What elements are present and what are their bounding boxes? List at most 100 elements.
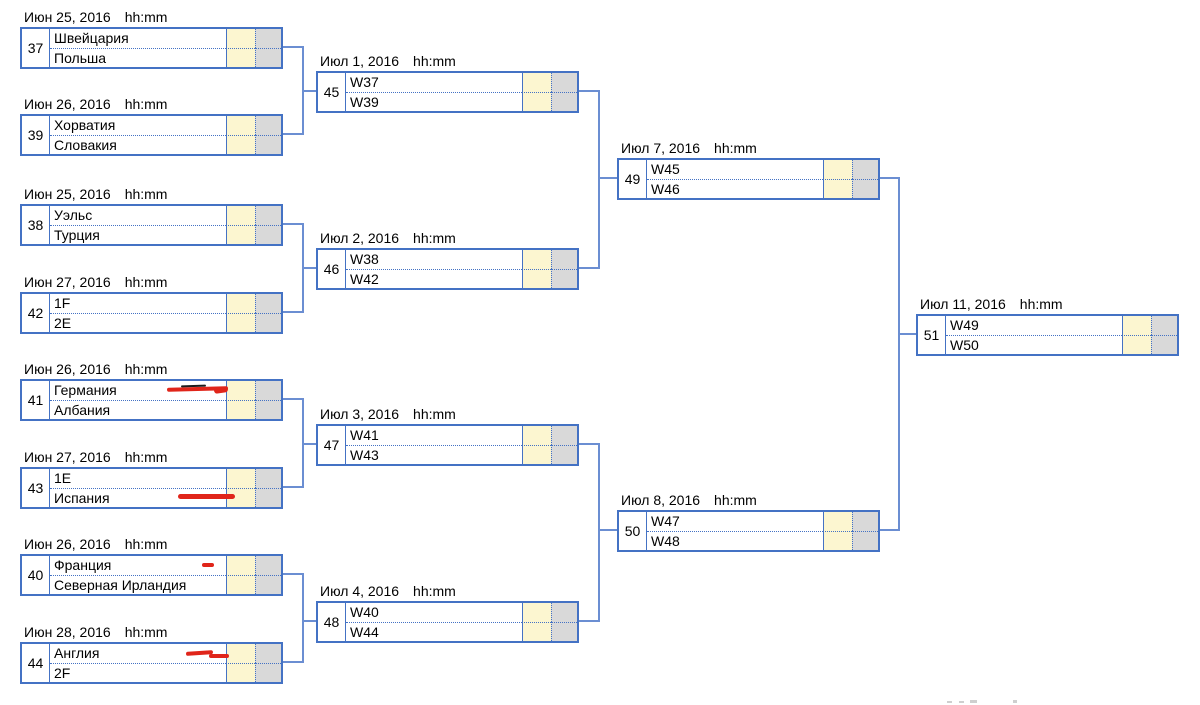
score-cell[interactable] bbox=[551, 92, 577, 111]
score-cell[interactable] bbox=[226, 116, 255, 135]
score-cell[interactable] bbox=[226, 556, 255, 575]
score-cell[interactable] bbox=[823, 179, 852, 198]
connector-line bbox=[579, 620, 598, 622]
score-cell[interactable] bbox=[551, 269, 577, 288]
score-cell[interactable] bbox=[852, 160, 878, 179]
score-cell[interactable] bbox=[1151, 335, 1177, 354]
score-cell[interactable] bbox=[226, 663, 255, 682]
score-cell[interactable] bbox=[226, 225, 255, 244]
date-text: Июн 25, 2016 bbox=[24, 186, 111, 202]
score-cell[interactable] bbox=[255, 644, 281, 663]
score-cell[interactable] bbox=[852, 179, 878, 198]
time-placeholder: hh:mm bbox=[124, 9, 168, 25]
score-cell[interactable] bbox=[522, 622, 551, 641]
connector-line bbox=[598, 443, 600, 622]
connector-line bbox=[282, 486, 302, 488]
team-name: W37 bbox=[350, 74, 379, 90]
score-cell[interactable] bbox=[255, 556, 281, 575]
score-cell[interactable] bbox=[522, 445, 551, 464]
team-name: Испания bbox=[50, 488, 226, 507]
time-placeholder: hh:mm bbox=[413, 53, 456, 69]
score-cell[interactable] bbox=[255, 116, 281, 135]
score-cell[interactable] bbox=[255, 488, 281, 507]
date-text: Июн 26, 2016 bbox=[24, 361, 111, 377]
time-placeholder: hh:mm bbox=[124, 96, 168, 112]
team-name: W41 bbox=[350, 427, 379, 443]
match-number: 43 bbox=[22, 469, 50, 507]
score-cell[interactable] bbox=[255, 400, 281, 419]
team-name: W39 bbox=[346, 92, 522, 111]
score-cell[interactable] bbox=[522, 603, 551, 622]
score-cell[interactable] bbox=[255, 294, 281, 313]
score-cell[interactable] bbox=[255, 29, 281, 48]
score-cell[interactable] bbox=[1122, 335, 1151, 354]
score-cell[interactable] bbox=[551, 445, 577, 464]
team-name: W46 bbox=[647, 179, 823, 198]
score-cell[interactable] bbox=[255, 663, 281, 682]
score-cell[interactable] bbox=[226, 294, 255, 313]
score-cell[interactable] bbox=[522, 73, 551, 92]
score-cell[interactable] bbox=[522, 426, 551, 445]
score-cell[interactable] bbox=[226, 400, 255, 419]
score-cell[interactable] bbox=[255, 381, 281, 400]
score-cell[interactable] bbox=[226, 29, 255, 48]
score-cell[interactable] bbox=[226, 469, 255, 488]
score-cell[interactable] bbox=[823, 512, 852, 531]
score-cell[interactable] bbox=[823, 531, 852, 550]
score-cell[interactable] bbox=[226, 48, 255, 67]
match-box: 50 W47 W48 bbox=[617, 510, 880, 552]
date-text: Июл 8, 2016 bbox=[621, 492, 701, 508]
match-box: 51 W49 W50 bbox=[916, 314, 1179, 356]
time-placeholder: hh:mm bbox=[124, 361, 168, 377]
score-cell[interactable] bbox=[1122, 316, 1151, 335]
match-box: 48 W40 W44 bbox=[316, 601, 579, 643]
score-cell[interactable] bbox=[226, 206, 255, 225]
team-name: Словакия bbox=[50, 135, 226, 154]
score-cell[interactable] bbox=[522, 269, 551, 288]
connector-line bbox=[598, 177, 617, 179]
match-number: 39 bbox=[22, 116, 50, 154]
score-cell[interactable] bbox=[551, 73, 577, 92]
score-cell[interactable] bbox=[551, 250, 577, 269]
score-cell[interactable] bbox=[823, 160, 852, 179]
team-name: W42 bbox=[346, 269, 522, 288]
score-cell[interactable] bbox=[226, 135, 255, 154]
score-cell[interactable] bbox=[226, 381, 255, 400]
score-cell[interactable] bbox=[1151, 316, 1177, 335]
date-text: Июн 26, 2016 bbox=[24, 96, 111, 112]
annotation-red-stroke-spain bbox=[178, 494, 235, 499]
score-cell[interactable] bbox=[226, 313, 255, 332]
team-name: W45 bbox=[651, 161, 680, 177]
team-name: 2E bbox=[50, 313, 226, 332]
score-cell[interactable] bbox=[255, 575, 281, 594]
score-cell[interactable] bbox=[255, 135, 281, 154]
time-placeholder: hh:mm bbox=[124, 536, 168, 552]
score-cell[interactable] bbox=[551, 426, 577, 445]
score-cell[interactable] bbox=[255, 313, 281, 332]
score-cell[interactable] bbox=[551, 603, 577, 622]
score-cell[interactable] bbox=[226, 644, 255, 663]
score-cell[interactable] bbox=[522, 250, 551, 269]
score-cell[interactable] bbox=[226, 575, 255, 594]
score-cell[interactable] bbox=[551, 622, 577, 641]
score-cell[interactable] bbox=[255, 469, 281, 488]
connector-line bbox=[880, 529, 898, 531]
score-cell[interactable] bbox=[255, 225, 281, 244]
team-name: Уэльс bbox=[54, 207, 93, 223]
team-name: W49 bbox=[950, 317, 979, 333]
connector-line bbox=[282, 46, 302, 48]
date-text: Июл 11, 2016 bbox=[920, 296, 1006, 312]
score-cell[interactable] bbox=[852, 512, 878, 531]
score-cell[interactable] bbox=[255, 48, 281, 67]
match-box: 44 Англия 2F bbox=[20, 642, 283, 684]
team-name: W50 bbox=[946, 335, 1122, 354]
team-name: Албания bbox=[50, 400, 226, 419]
score-cell[interactable] bbox=[522, 92, 551, 111]
score-cell[interactable] bbox=[255, 206, 281, 225]
time-placeholder: hh:mm bbox=[714, 492, 757, 508]
score-cell[interactable] bbox=[852, 531, 878, 550]
